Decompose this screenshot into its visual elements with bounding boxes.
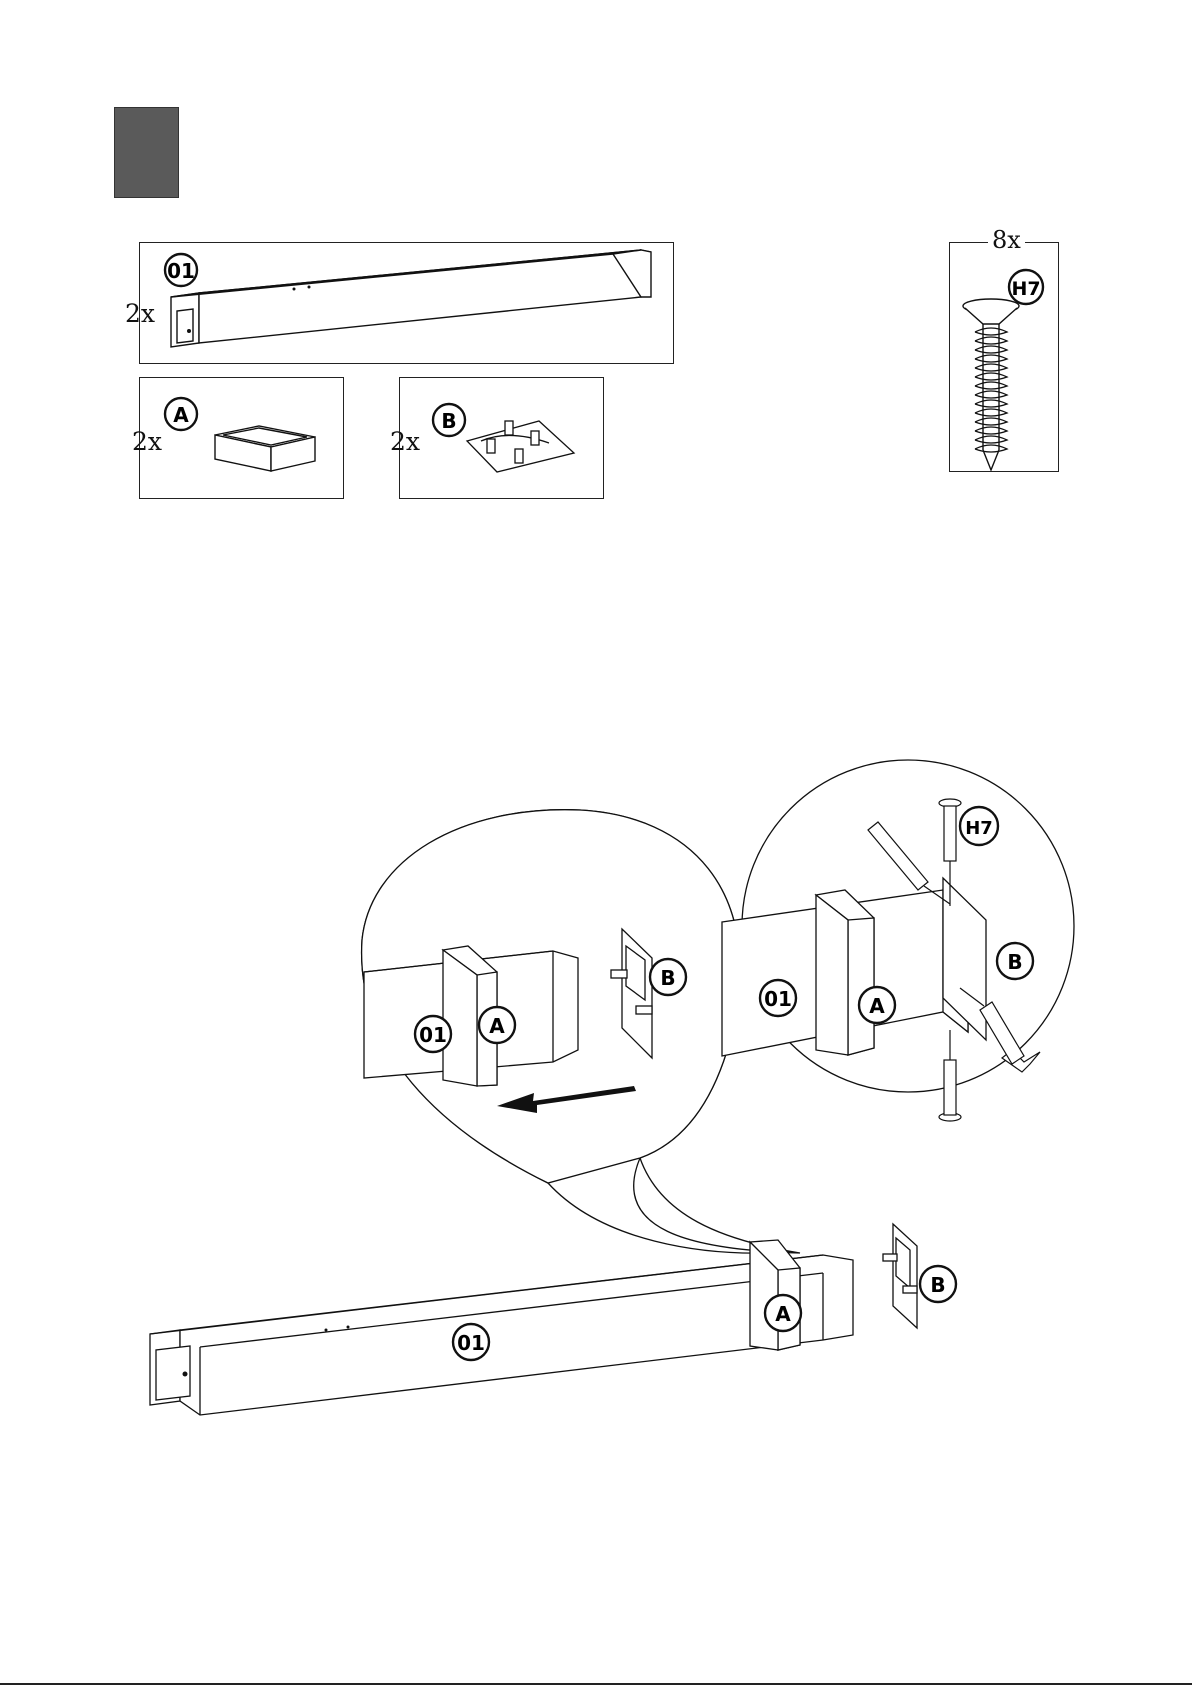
assembly-sleeve-label-bottom: A (775, 1302, 791, 1326)
assembly-sleeve-label-left: A (489, 1014, 505, 1038)
assembly-screw-label: H7 (965, 818, 993, 839)
assembly-sleeve-label-right: A (869, 994, 885, 1018)
assembly-plate-label-left: B (660, 966, 675, 990)
assembly-plate-label-bottom: B (930, 1273, 945, 1297)
assembly-beam-label-left: 01 (419, 1023, 447, 1047)
label-01-left: 01 (415, 1016, 451, 1052)
assembly-beam-label-right: 01 (764, 987, 792, 1011)
assembly-plate-label-right: B (1007, 950, 1022, 974)
assembly-beam-label-bottom: 01 (457, 1331, 485, 1355)
